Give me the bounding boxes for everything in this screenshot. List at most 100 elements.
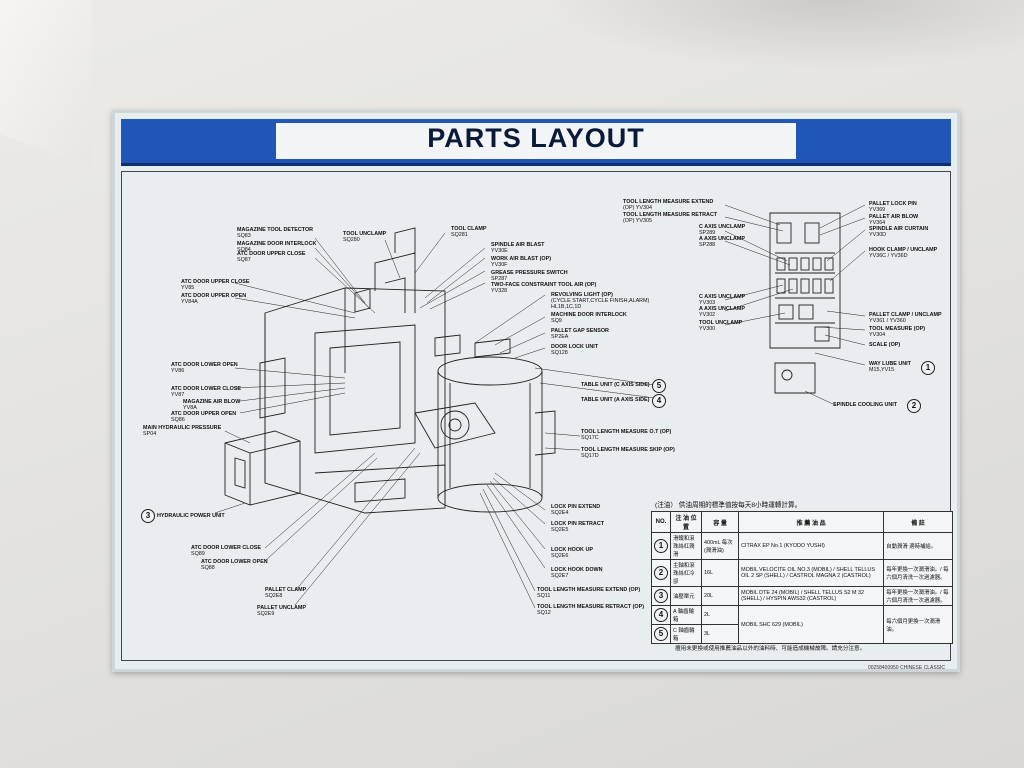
- th-oil: 推 薦 油 品: [738, 511, 885, 533]
- cell-no: 1: [651, 532, 671, 560]
- cell-location: A 軸齒輪箱: [669, 605, 703, 625]
- table-header-row: NO. 注 油 位 置 容 量 推 薦 油 品 備 註: [651, 511, 953, 533]
- cell-remark: 自動潤滑 適時補給。: [883, 532, 953, 560]
- label-tl-extend: TOOL LENGTH MEASURE EXTEND(OP) YV304: [623, 199, 714, 212]
- label-revolving-light: REVOLVING LIGHT (OP)(CYCLE START,CYCLE F…: [551, 292, 650, 311]
- table-row: 5 C 軸齒輪箱 3L: [651, 624, 953, 644]
- oil-table-footer: 擅用未更換或使用推薦油品以外的油料時、可能造成機械故障。請充分注意。: [675, 646, 866, 652]
- label-tool-measure-op: TOOL MEASURE (OP)YV304: [869, 326, 926, 339]
- oil-table: NO. 注 油 位 置 容 量 推 薦 油 品 備 註 1 滑鐵和滾珠絲杠潤滑 …: [651, 511, 953, 644]
- cell-capacity: 400mL 每次 (潤滑油): [701, 532, 740, 560]
- cell-remark: 每年更換一次潤滑油。/ 每六個月清洗一次過濾器。: [883, 559, 953, 587]
- circle-4-table: 4: [652, 394, 666, 408]
- table-row: 3 油壓單元 20L MOBIL DTE 24 (MOBIL) / SHELL …: [651, 586, 953, 606]
- label-tool-length-ot: TOOL LENGTH MEASURE O.T (OP)SQ17C: [581, 429, 672, 442]
- table-row: 1 滑鐵和滾珠絲杠潤滑 400mL 每次 (潤滑油) CITRAX EP No.…: [651, 532, 953, 560]
- label-work-air-blast: WORK AIR BLAST (OP)YV30F: [491, 256, 551, 269]
- wall-cabinet-corner: [0, 0, 92, 168]
- label-hydraulic-power-unit: HYDRAULIC POWER UNIT: [157, 513, 225, 519]
- circle-5-table: 5: [652, 379, 666, 393]
- label-tool-length-extend: TOOL LENGTH MEASURE EXTEND (OP)SQ11: [537, 587, 641, 600]
- header-bar: PARTS LAYOUT: [121, 119, 951, 166]
- cell-no: 4: [651, 605, 671, 625]
- cell-remark: 每年更換一次潤滑油。/ 每六個月清洗一次過濾器。: [883, 586, 953, 606]
- label-tool-length-retract: TOOL LENGTH MEASURE RETRACT (OP)SQ12: [537, 604, 645, 617]
- cell-location: 滑鐵和滾珠絲杠潤滑: [669, 532, 703, 560]
- oil-note: (注油） 供油周期的標準值按每天8小時運轉計算。: [655, 502, 802, 509]
- cell-remark: 每六個月更換一次潤滑油。: [883, 605, 953, 644]
- label-tool-length-skip: TOOL LENGTH MEASURE SKIP (OP)SQ17D: [581, 447, 675, 460]
- th-no: NO.: [651, 511, 671, 533]
- circle-1-way-lube: 1: [921, 361, 935, 375]
- label-tl-retract: TOOL LENGTH MEASURE RETRACT(OP) YV305: [623, 212, 718, 225]
- cell-capacity: 2L: [701, 605, 740, 625]
- cell-no: 5: [651, 624, 671, 644]
- cell-location: C 軸齒輪箱: [669, 624, 703, 644]
- cell-oil: CITRAX EP No.1 (KYODO YUSHI): [738, 532, 885, 560]
- plate-part-number: 00258400950 CHINESE CLASSIC: [868, 665, 945, 671]
- table-row: 4 A 軸齒輪箱 2L MOBIL SHC 629 (MOBIL) 每六個月更換…: [651, 605, 953, 644]
- label-scale-op: SCALE (OP): [869, 342, 901, 348]
- cell-capacity: 3L: [701, 624, 740, 644]
- label-two-face-constraint: TWO-FACE CONSTRAINT TOOL AIR (OP)YV328: [491, 282, 597, 295]
- plate-title: PARTS LAYOUT: [276, 123, 796, 159]
- circle-2-spindle-cooling: 2: [907, 399, 921, 413]
- cell-location: 油壓單元: [669, 586, 703, 606]
- th-capacity: 容 量: [701, 511, 740, 533]
- parts-layout-plate: PARTS LAYOUT: [112, 110, 960, 672]
- cell-oil: MOBIL SHC 629 (MOBIL): [738, 605, 885, 644]
- cell-no: 2: [651, 559, 671, 587]
- cell-capacity: 16L: [701, 559, 740, 587]
- label-table-unit-a: TABLE UNIT (A AXIS SIDE): [581, 397, 650, 403]
- th-location: 注 油 位 置: [669, 511, 703, 533]
- plate-inner-border: [121, 171, 951, 661]
- cell-no: 3: [651, 586, 671, 606]
- cell-location: 主軸和滾珠絲杠冷卻: [669, 559, 703, 587]
- label-table-unit-c: TABLE UNIT (C AXIS SIDE): [581, 382, 650, 388]
- table-row: 2 主軸和滾珠絲杠冷卻 16L MOBIL VELOCITE OIL NO.3 …: [651, 559, 953, 587]
- machine-diagram: [214, 204, 866, 609]
- wall-shadow: [540, 0, 1024, 70]
- cell-capacity: 20L: [701, 586, 740, 606]
- th-remark: 備 註: [883, 511, 953, 533]
- cell-oil: MOBIL DTE 24 (MOBIL) / SHELL TELLUS S2 M…: [738, 586, 885, 606]
- label-spindle-cooling-unit: SPINDLE COOLING UNIT: [833, 402, 898, 408]
- cell-oil: MOBIL VELOCITE OIL NO.3 (MOBIL) / SHELL …: [738, 559, 885, 587]
